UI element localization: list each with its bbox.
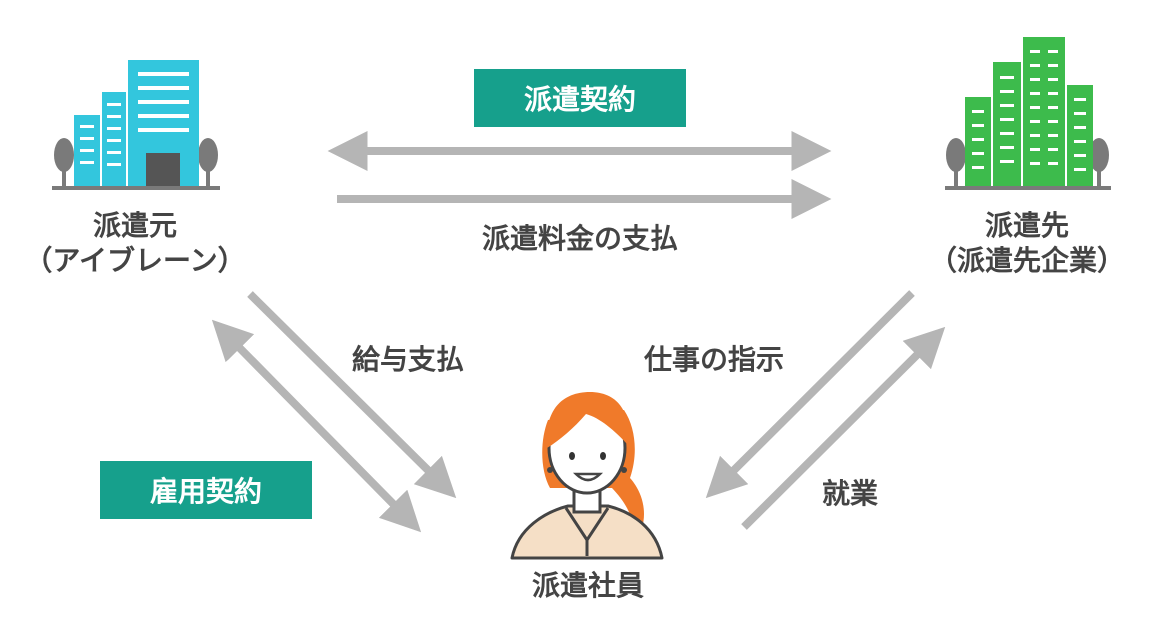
client-building-icon — [945, 37, 1111, 190]
employment-contract-arrow — [211, 319, 422, 533]
tree-icon — [54, 138, 74, 187]
client-sub: （派遣先企業） — [928, 244, 1125, 277]
employment-contract-label: 雇用契約 — [149, 475, 262, 508]
employment-contract-badge: 雇用契約 — [100, 461, 312, 519]
employee-label: 派遣社員 — [488, 568, 688, 603]
client-label: 派遣先 （派遣先企業） — [912, 208, 1142, 278]
dispatcher-label: 派遣元 （アイブレーン） — [20, 208, 250, 278]
dispatch-fee-label: 派遣料金の支払 — [481, 222, 678, 255]
salary-label: 給与支払 — [352, 343, 465, 376]
tree-icon — [1089, 138, 1109, 187]
employment-label: 就業 — [822, 477, 879, 510]
dispatcher-name: 派遣元 — [92, 209, 177, 242]
work-instruction-label: 仕事の指示 — [644, 343, 785, 376]
work-instruction-arrow — [705, 290, 915, 499]
dispatcher-building-icon — [52, 60, 220, 190]
tree-icon — [946, 138, 966, 187]
client-name: 派遣先 — [984, 209, 1069, 242]
dispatch-contract-badge: 派遣契約 — [474, 69, 686, 127]
employee-name: 派遣社員 — [531, 569, 644, 602]
dispatch-contract-label: 派遣契約 — [523, 83, 636, 116]
dispatcher-sub: （アイブレーン） — [24, 244, 246, 277]
employment-arrow — [741, 326, 946, 530]
tree-icon — [198, 138, 218, 187]
woman-employee-icon — [510, 392, 664, 560]
